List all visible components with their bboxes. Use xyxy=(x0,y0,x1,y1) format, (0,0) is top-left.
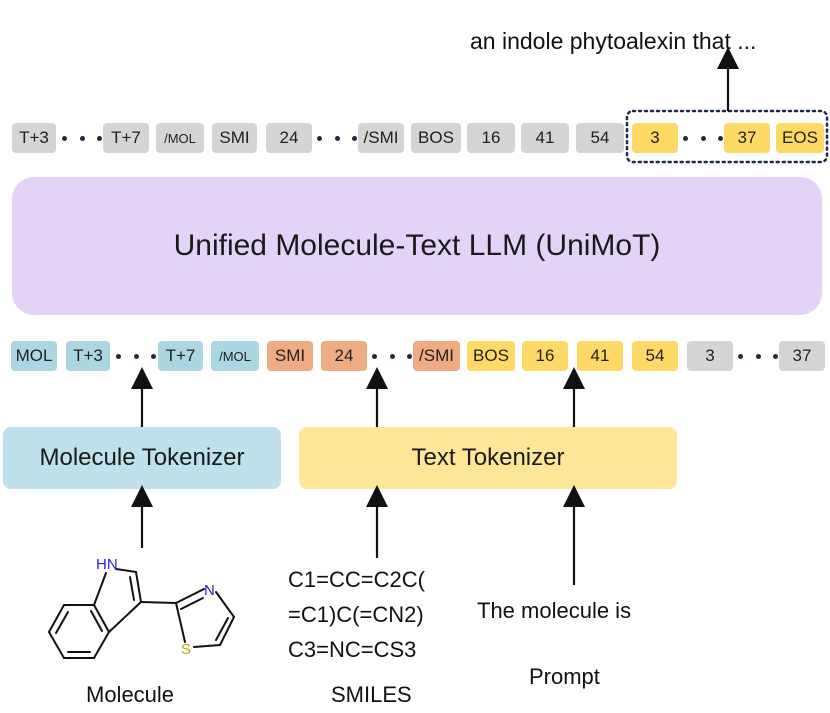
output-ellipsis-3 xyxy=(683,123,723,153)
input-token-t7: T+7 xyxy=(158,341,203,371)
smiles-string: C1=CC=C2C( =C1)C(=CN2) C3=NC=CS3 xyxy=(288,562,425,667)
input-token-41: 41 xyxy=(577,341,623,371)
unimot-model-box: Unified Molecule-Text LLM (UniMoT) xyxy=(12,177,822,315)
caption-smiles: SMILES xyxy=(331,682,412,707)
input-token-bos: BOS xyxy=(467,341,515,371)
output-token-eos: EOS xyxy=(776,123,824,153)
output-token-24: 24 xyxy=(266,123,312,153)
smiles-line-2: =C1)C(=CN2) xyxy=(288,602,424,627)
atom-label-s: S xyxy=(181,641,191,658)
text-tokenizer-box: Text Tokenizer xyxy=(299,427,677,489)
input-ellipsis-1 xyxy=(116,341,156,371)
input-token-end-smi: /SMI xyxy=(413,341,460,371)
output-token-37: 37 xyxy=(724,123,770,153)
output-ellipsis-2 xyxy=(317,123,357,153)
input-token-37: 37 xyxy=(779,341,825,371)
input-token-mol: MOL xyxy=(11,341,57,371)
input-ellipsis-2 xyxy=(372,341,412,371)
output-token-bos: BOS xyxy=(411,123,461,153)
output-token-41: 41 xyxy=(521,123,569,153)
input-token-24: 24 xyxy=(321,341,367,371)
input-token-3: 3 xyxy=(687,341,733,371)
caption-prompt: Prompt xyxy=(529,664,600,689)
output-token-3: 3 xyxy=(632,123,678,153)
molecule-structure: HN N S xyxy=(48,556,235,659)
output-highlight-box xyxy=(625,109,829,164)
output-token-t3: T+3 xyxy=(12,123,56,153)
output-ellipsis-1 xyxy=(62,123,102,153)
output-token-smi: SMI xyxy=(212,123,257,153)
output-token-end-smi: /SMI xyxy=(358,123,404,153)
output-text: an indole phytoalexin that ... xyxy=(470,28,757,54)
smiles-line-3: C3=NC=CS3 xyxy=(288,637,417,662)
output-token-end-mol: /MOL xyxy=(156,123,204,153)
input-token-16: 16 xyxy=(522,341,568,371)
input-token-t3: T+3 xyxy=(66,341,110,371)
atom-label-hn: HN xyxy=(96,556,118,573)
atom-label-n: N xyxy=(204,582,215,599)
smiles-line-1: C1=CC=C2C( xyxy=(288,567,425,592)
output-token-t7: T+7 xyxy=(103,123,149,153)
molecule-tokenizer-box: Molecule Tokenizer xyxy=(3,427,281,489)
input-token-54: 54 xyxy=(632,341,678,371)
input-ellipsis-3 xyxy=(738,341,778,371)
prompt-text: The molecule is xyxy=(477,598,632,623)
output-token-54: 54 xyxy=(576,123,624,153)
caption-molecule: Molecule xyxy=(86,682,175,707)
output-token-16: 16 xyxy=(467,123,515,153)
input-token-end-mol: /MOL xyxy=(211,341,259,371)
input-token-smi: SMI xyxy=(267,341,313,371)
